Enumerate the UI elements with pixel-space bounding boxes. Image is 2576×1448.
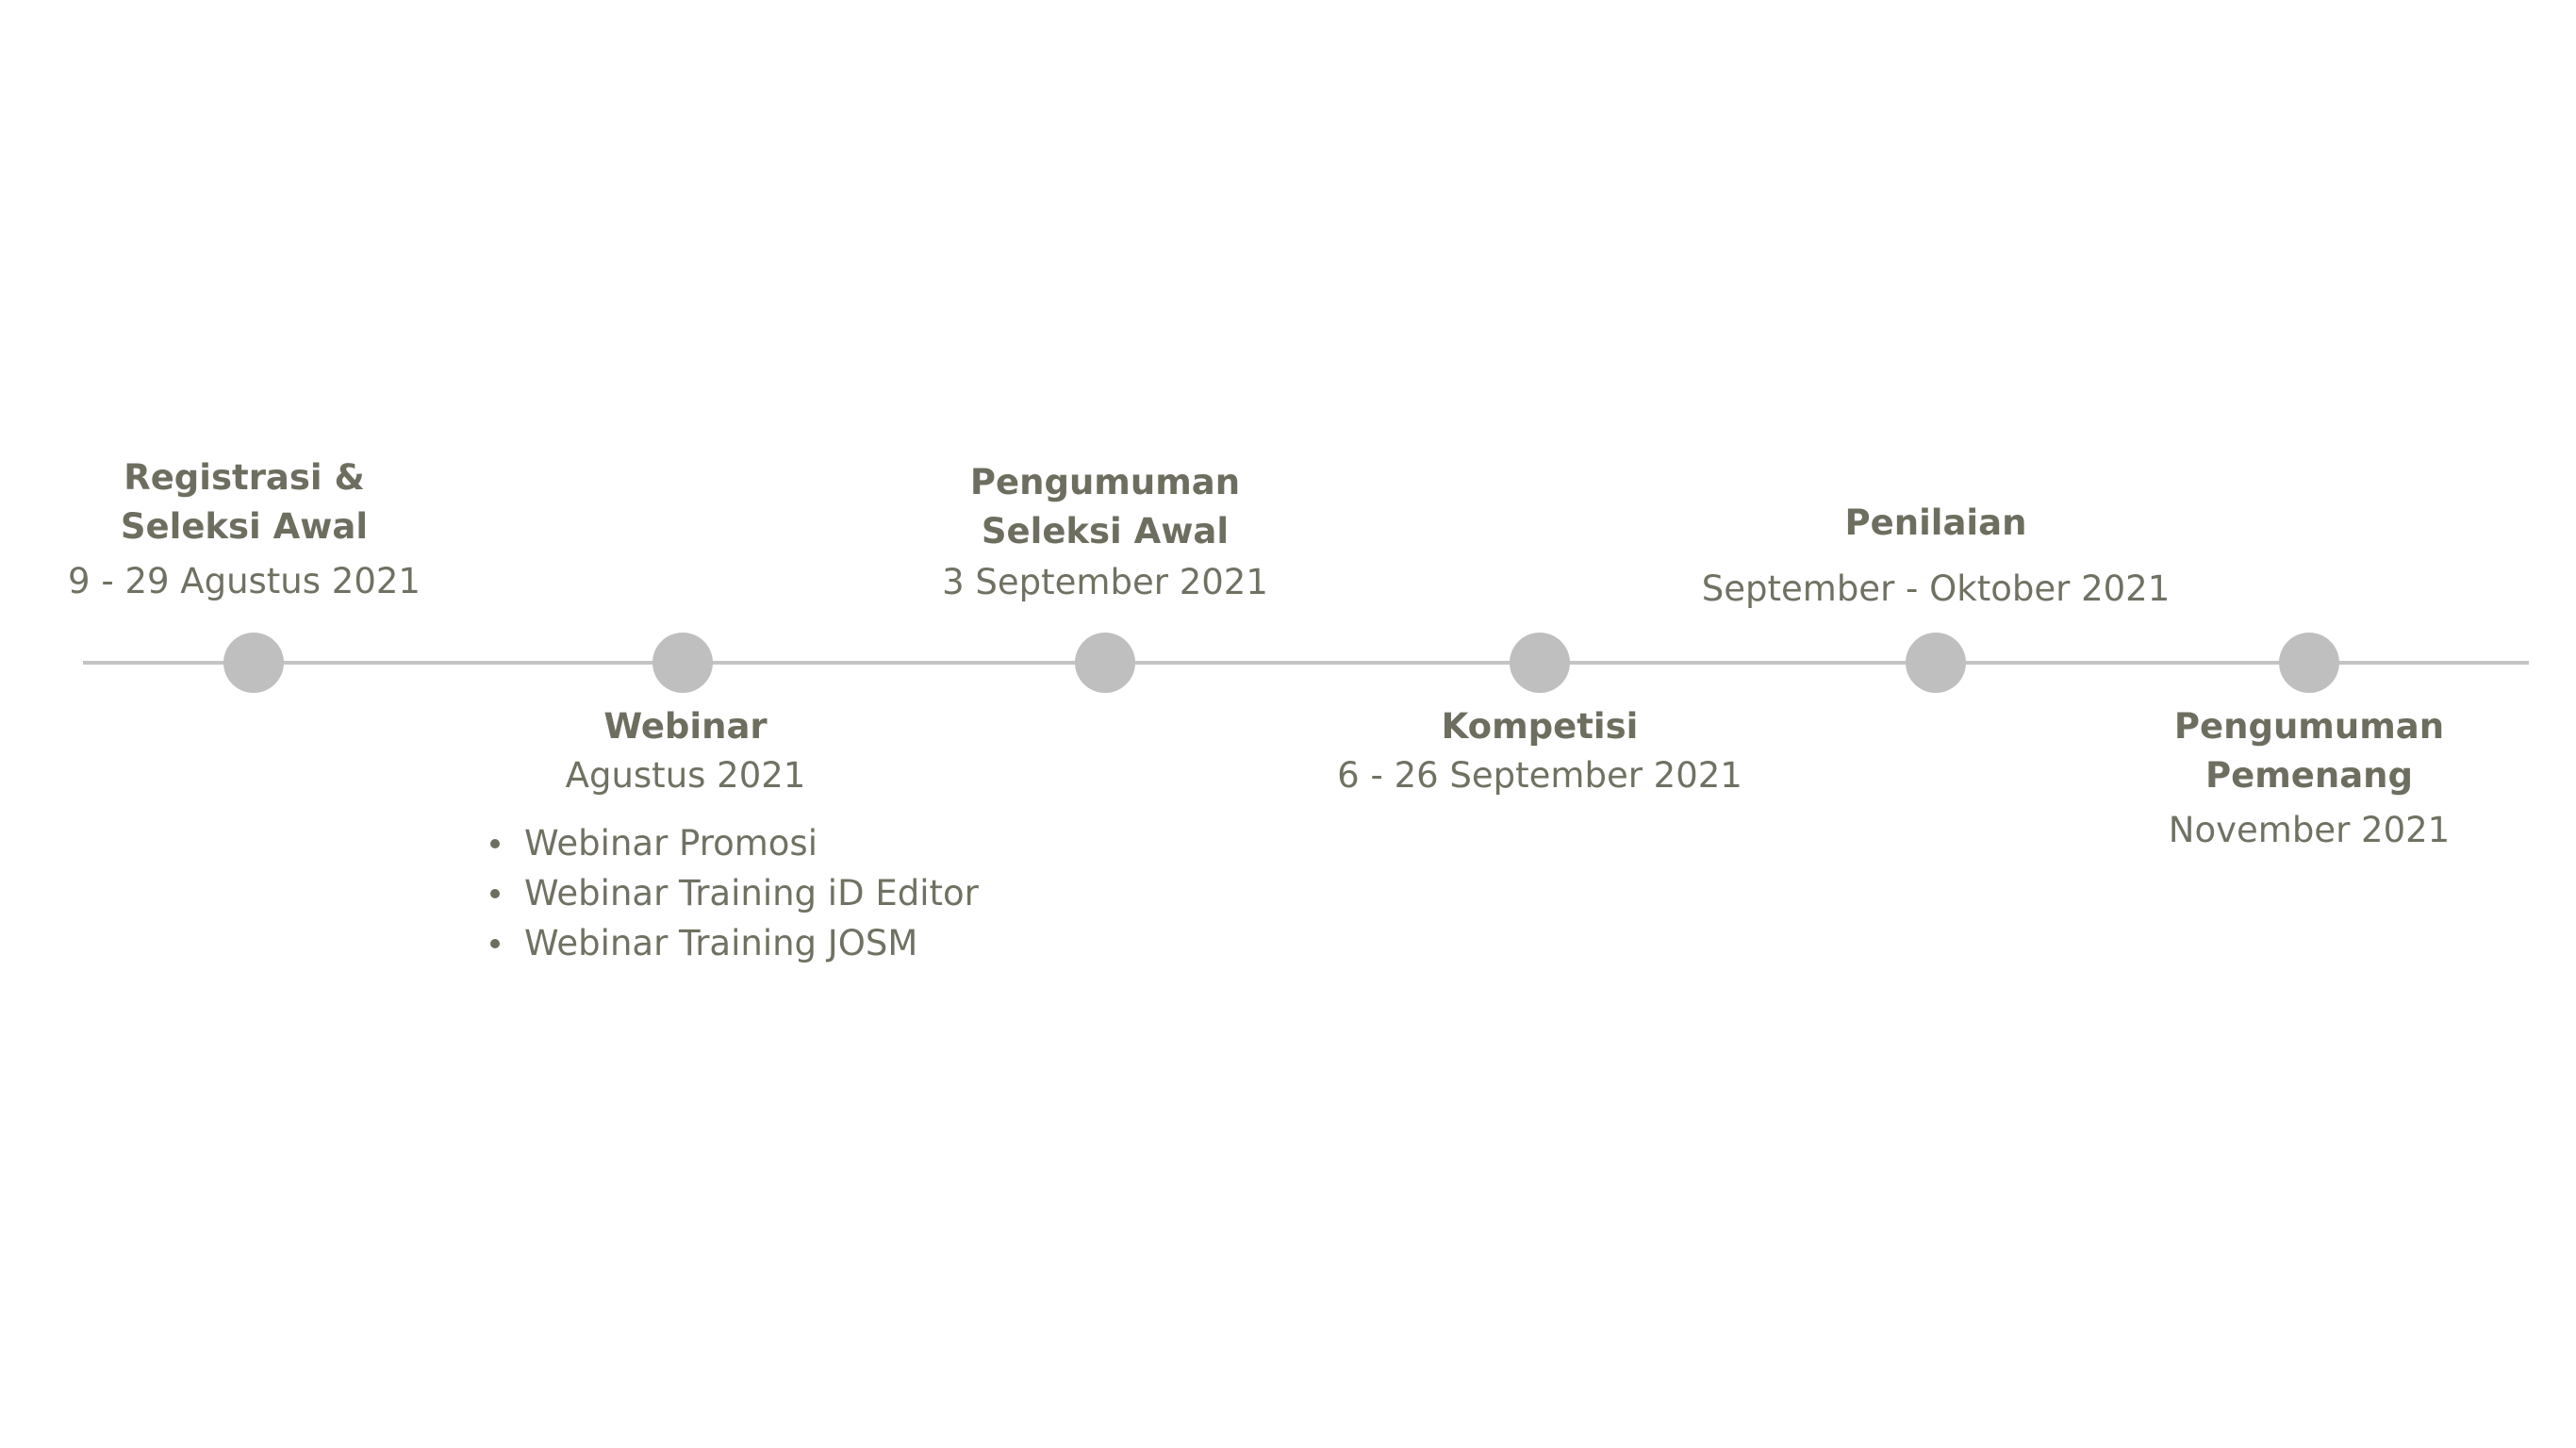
milestone-date: November 2021 (2168, 810, 2451, 850)
milestone-label-pengumuman-pemenang: Pengumuman Pemenang November 2021 (2169, 702, 2450, 855)
milestone-node-webinar (652, 633, 713, 693)
milestone-label-webinar: Webinar Agustus 2021 (566, 702, 806, 800)
milestone-title-line: Seleksi Awal (120, 506, 369, 547)
milestone-title-line: Registrasi & (124, 457, 365, 498)
list-item-text: Webinar Training JOSM (524, 923, 918, 963)
milestone-label-registrasi: Registrasi & Seleksi Awal 9 - 29 Agustus… (68, 453, 421, 606)
bullet-icon (490, 839, 500, 848)
milestone-title-line: Webinar (603, 706, 768, 747)
webinar-bullet-list: Webinar Promosi Webinar Training iD Edit… (488, 818, 979, 968)
bullet-icon (490, 939, 500, 948)
milestone-node-pengumuman-pemenang (2279, 633, 2339, 693)
list-item: Webinar Training iD Editor (488, 868, 979, 918)
timeline-axis-line (83, 661, 2529, 665)
milestone-node-pengumuman-seleksi (1075, 633, 1135, 693)
milestone-date: 3 September 2021 (942, 562, 1268, 602)
milestone-node-kompetisi (1510, 633, 1570, 693)
milestone-date: 9 - 29 Agustus 2021 (68, 561, 421, 601)
milestone-title-line: Seleksi Awal (981, 511, 1230, 551)
milestone-title-line: Pengumuman (2173, 706, 2445, 747)
list-item-text: Webinar Training iD Editor (524, 873, 979, 913)
list-item: Webinar Training JOSM (488, 918, 979, 968)
milestone-label-penilaian: Penilaian September - Oktober 2021 (1702, 499, 2170, 614)
milestone-date: September - Oktober 2021 (1701, 568, 2171, 609)
milestone-node-registrasi (223, 633, 284, 693)
milestone-title-line: Pemenang (2205, 755, 2413, 796)
milestone-date: 6 - 26 September 2021 (1337, 755, 1742, 796)
milestone-date: Agustus 2021 (565, 755, 806, 796)
milestone-title-line: Kompetisi (1441, 706, 1639, 747)
milestone-label-kompetisi: Kompetisi 6 - 26 September 2021 (1337, 702, 1742, 800)
bullet-icon (490, 889, 500, 898)
milestone-node-penilaian (1906, 633, 1966, 693)
list-item-text: Webinar Promosi (524, 823, 817, 864)
milestone-title-line: Penilaian (1844, 502, 2027, 543)
milestone-label-pengumuman-seleksi: Pengumuman Seleksi Awal 3 September 2021 (942, 458, 1268, 607)
list-item: Webinar Promosi (488, 818, 979, 868)
milestone-title-line: Pengumuman (969, 462, 1241, 502)
